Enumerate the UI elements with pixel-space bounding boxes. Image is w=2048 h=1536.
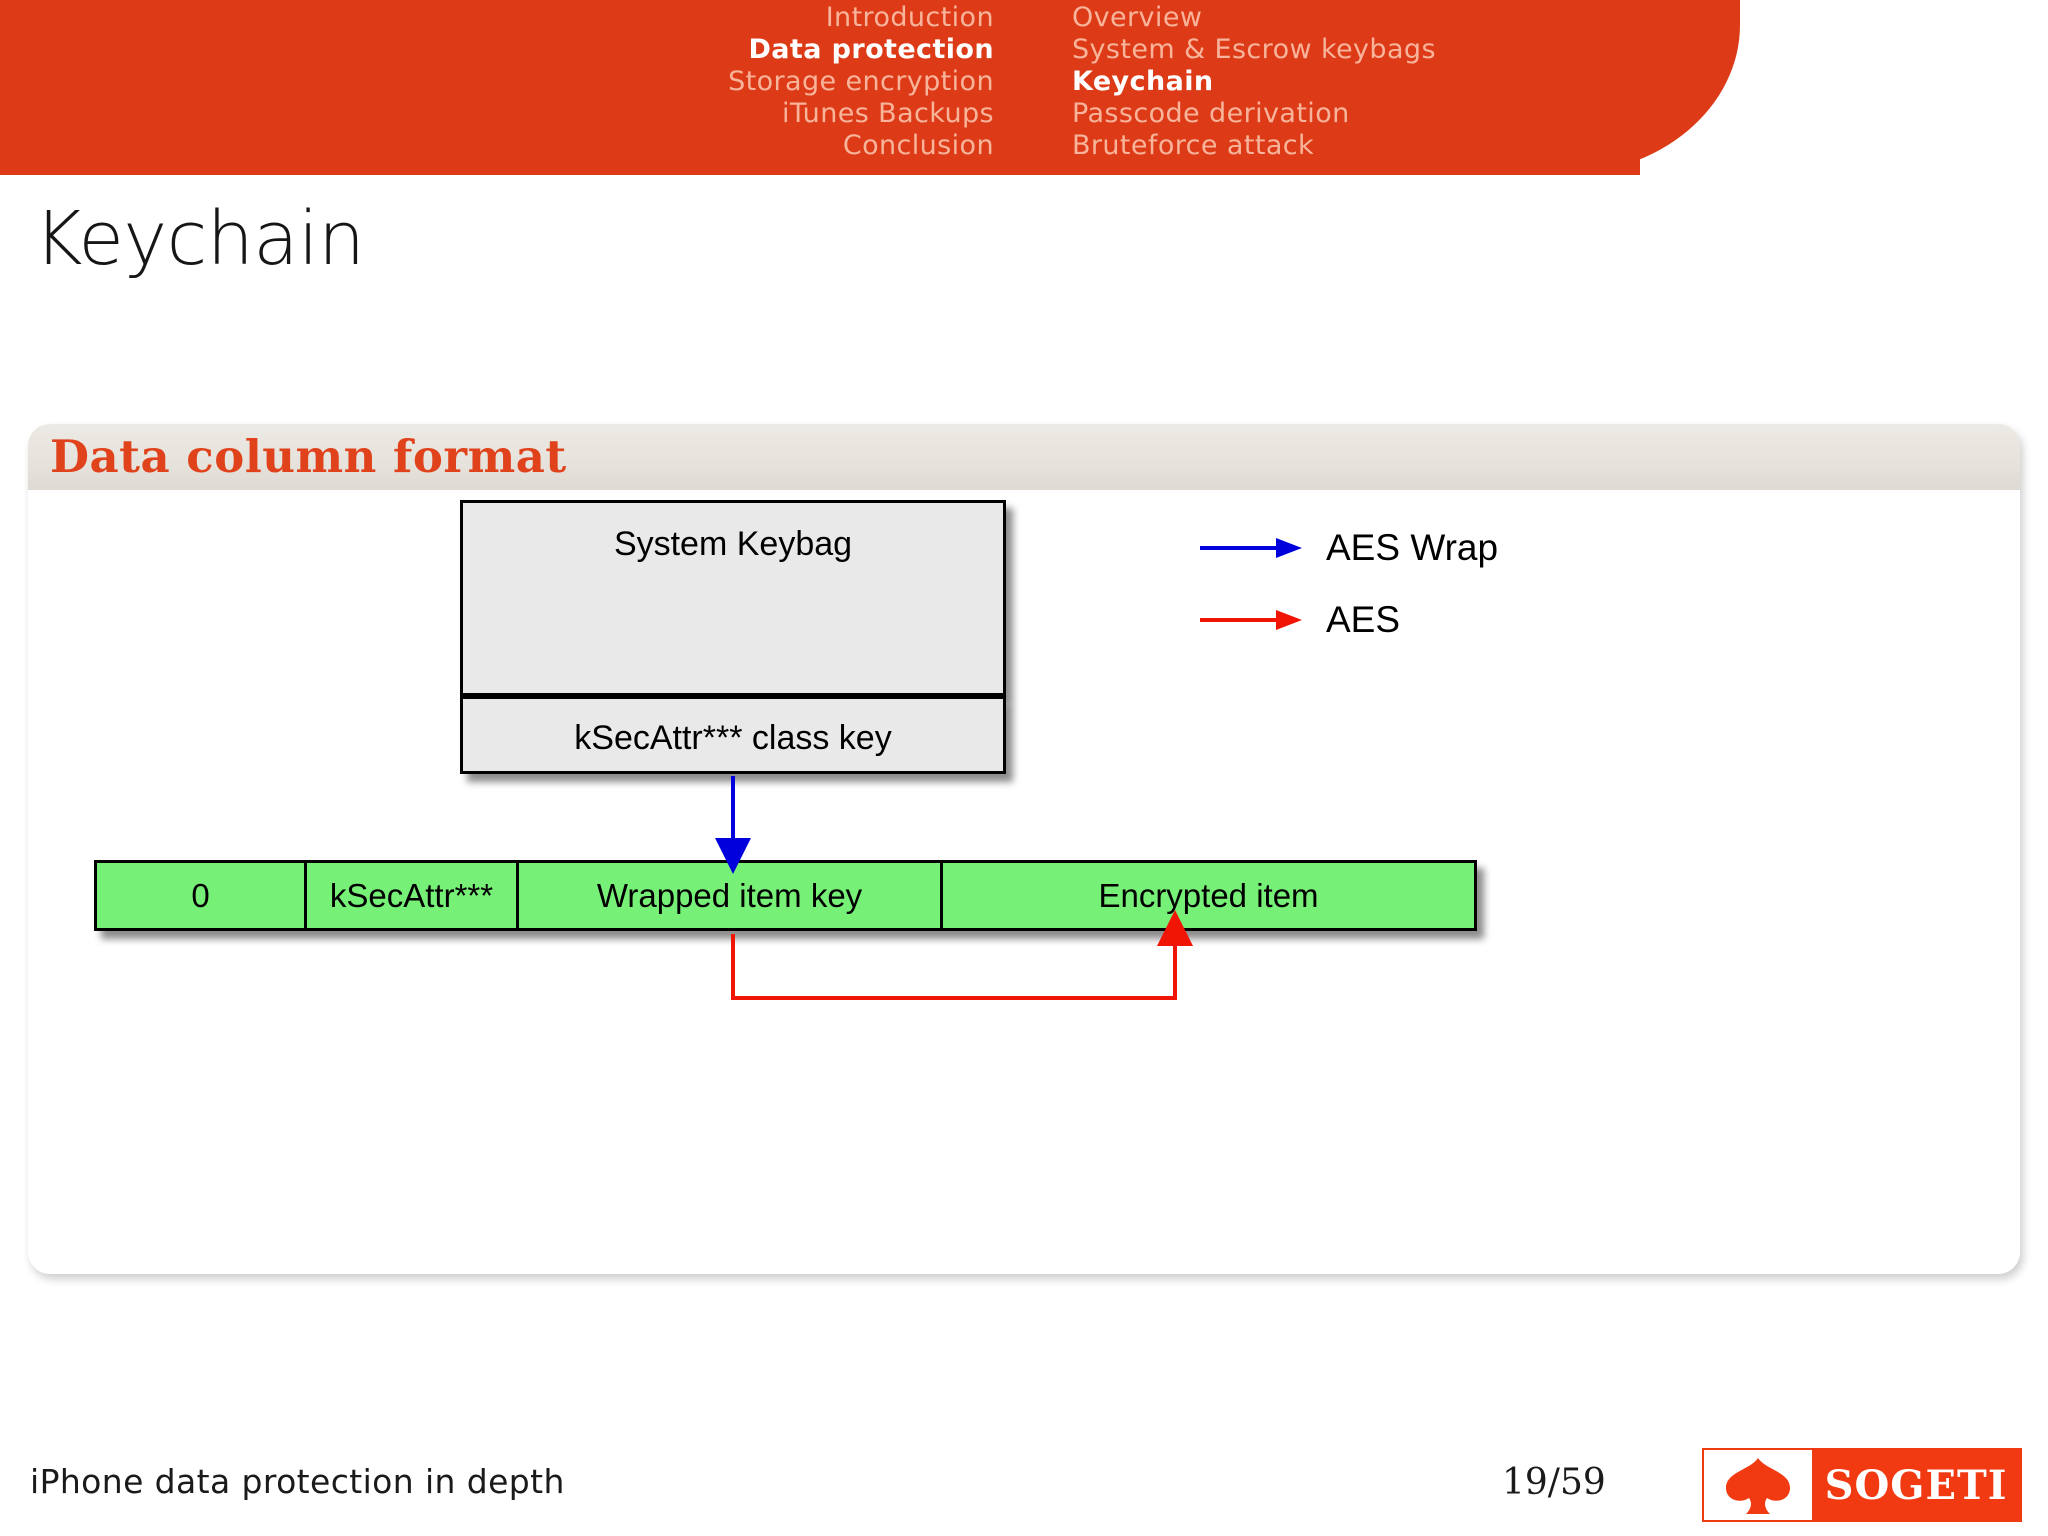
nav-item-bruteforce-attack[interactable]: Bruteforce attack xyxy=(1072,130,1315,161)
data-cell-class: kSecAttr*** xyxy=(307,863,519,928)
system-keybag-box: System Keybag xyxy=(460,500,1006,696)
nav-item-storage-encryption[interactable]: Storage encryption xyxy=(728,66,994,97)
sogeti-logo: SOGETI xyxy=(1702,1448,2022,1522)
arrow-right-icon xyxy=(1200,608,1308,632)
spade-icon xyxy=(1704,1450,1812,1520)
nav-item-passcode-derivation[interactable]: Passcode derivation xyxy=(1072,98,1350,129)
nav-item-keychain[interactable]: Keychain xyxy=(1072,66,1214,97)
keychain-data-column-diagram: System Keybag kSecAttr*** class key 0 kS… xyxy=(28,490,2020,1274)
nav-item-introduction[interactable]: Introduction xyxy=(825,2,994,33)
nav-item-data-protection[interactable]: Data protection xyxy=(748,34,994,65)
class-key-label: kSecAttr*** class key xyxy=(574,719,892,757)
legend-row-aes-wrap: AES Wrap xyxy=(1200,512,1620,584)
system-keybag-label: System Keybag xyxy=(613,525,853,563)
legend-label-aes: AES xyxy=(1326,599,1401,640)
nav-item-overview[interactable]: Overview xyxy=(1072,2,1203,33)
content-block: Data column format System Keybag kSecAtt… xyxy=(28,424,2020,1274)
data-cell-encrypted-item: Encrypted item xyxy=(943,863,1474,928)
nav-subsections-column: Overview System & Escrow keybags Keychai… xyxy=(1072,2,1492,175)
slide-footer: iPhone data protection in depth 19/59 SO… xyxy=(0,1448,2048,1536)
legend-label-aes-wrap: AES Wrap xyxy=(1326,527,1499,568)
slide-header-bar-fill xyxy=(0,0,1640,175)
footer-page-number: 19/59 xyxy=(1502,1462,1606,1503)
nav-item-itunes-backups[interactable]: iTunes Backups xyxy=(781,98,994,129)
arrow-right-icon xyxy=(1200,536,1308,560)
footer-presentation-title: iPhone data protection in depth xyxy=(30,1462,565,1501)
nav-item-conclusion[interactable]: Conclusion xyxy=(842,130,994,161)
data-cell-wrapped-item-key: Wrapped item key xyxy=(519,863,943,928)
block-body: System Keybag kSecAttr*** class key 0 kS… xyxy=(28,490,2020,1274)
block-title: Data column format xyxy=(50,430,567,483)
block-title-bar: Data column format xyxy=(28,424,2020,490)
sogeti-wordmark: SOGETI xyxy=(1812,1450,2020,1520)
legend-row-aes: AES xyxy=(1200,584,1620,656)
nav-item-system-escrow-keybags[interactable]: System & Escrow keybags xyxy=(1072,34,1436,65)
navigation-bar: Introduction Data protection Storage enc… xyxy=(0,0,2048,175)
aes-arrow xyxy=(731,910,1193,1000)
data-cell-version: 0 xyxy=(97,863,307,928)
nav-sections-column: Introduction Data protection Storage enc… xyxy=(534,2,994,175)
class-key-box: kSecAttr*** class key xyxy=(460,696,1006,774)
page-title: Keychain xyxy=(34,196,365,282)
data-column-row: 0 kSecAttr*** Wrapped item key Encrypted… xyxy=(94,860,1477,931)
diagram-legend: AES Wrap AES xyxy=(1200,512,1620,656)
